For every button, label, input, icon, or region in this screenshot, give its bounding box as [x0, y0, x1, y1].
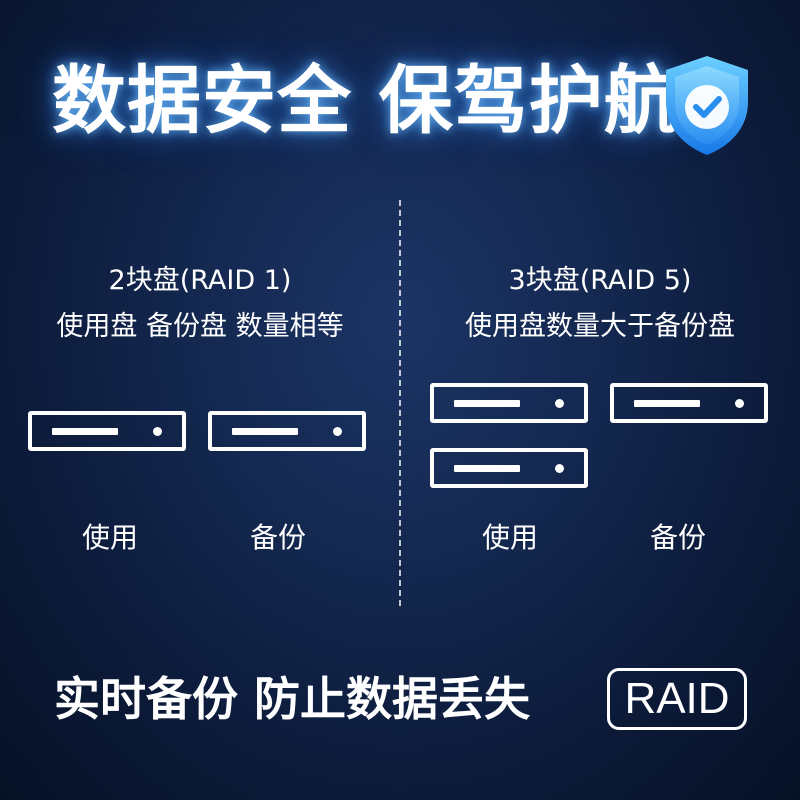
disk-slot — [454, 400, 520, 407]
disk-led — [153, 427, 162, 436]
disk-led — [555, 464, 564, 473]
raid5-subtitle: 使用盘数量大于备份盘 — [465, 311, 735, 342]
raid1-disk-backup — [208, 411, 366, 451]
raid1-label-use: 使用 — [81, 521, 138, 554]
page-title: 数据安全 保驾护航 — [52, 58, 679, 144]
raid1-subtitle: 使用盘 备份盘 数量相等 — [56, 311, 344, 342]
raid5-disk-use-1 — [430, 383, 588, 423]
raid5-label-use: 使用 — [481, 521, 538, 554]
disk-led — [735, 399, 744, 408]
column-divider — [399, 200, 401, 606]
raid1-disk-use — [28, 411, 186, 451]
raid1-label-backup: 备份 — [249, 521, 306, 554]
disk-slot — [232, 428, 298, 435]
raid5-label-backup: 备份 — [649, 521, 706, 554]
shield-check-icon — [666, 56, 748, 155]
raid5-disk-backup — [610, 383, 768, 423]
raid5-description: 3块盘(RAID 5) 使用盘数量大于备份盘 — [400, 258, 800, 350]
raid5-disk-use-2 — [430, 448, 588, 488]
disk-led — [555, 399, 564, 408]
raid5-title: 3块盘(RAID 5) — [508, 265, 692, 296]
raid-badge: RAID — [607, 668, 747, 730]
raid1-title: 2块盘(RAID 1) — [108, 265, 292, 296]
disk-slot — [52, 428, 118, 435]
raid1-description: 2块盘(RAID 1) 使用盘 备份盘 数量相等 — [0, 258, 400, 350]
disk-slot — [454, 465, 520, 472]
disk-slot — [634, 400, 700, 407]
disk-led — [333, 427, 342, 436]
footer-slogan: 实时备份 防止数据丢失 — [54, 672, 531, 726]
